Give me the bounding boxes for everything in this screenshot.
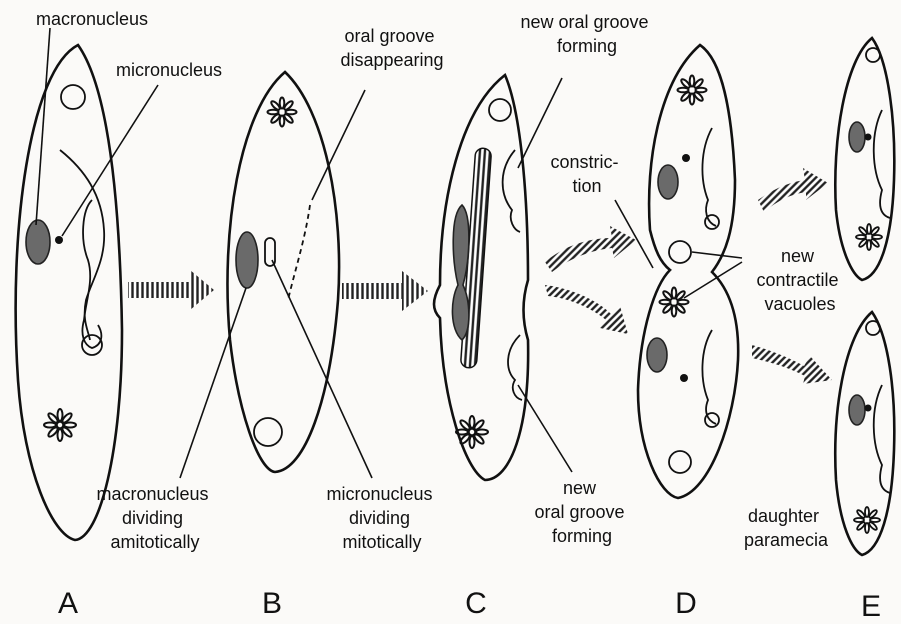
cell-d-outline bbox=[638, 45, 738, 498]
arrow-a-to-b bbox=[128, 270, 214, 310]
cell-e-upper-oral-groove bbox=[874, 110, 890, 218]
cell-e-lower-rosette bbox=[854, 507, 880, 533]
cell-d-micronucleus-top bbox=[682, 154, 690, 162]
label-new-oral-groove-forming-bottom: new oral groove forming bbox=[534, 478, 629, 546]
cell-a-oral-groove-inner bbox=[82, 200, 101, 348]
arrow-b-to-c bbox=[342, 271, 428, 311]
cell-d bbox=[638, 45, 738, 498]
label-macronucleus: macronucleus bbox=[36, 9, 148, 29]
cell-a-micronucleus bbox=[55, 236, 63, 244]
cell-b-contractile-vacuole-rosette bbox=[268, 98, 297, 127]
stage-letter-e: E bbox=[861, 590, 881, 623]
cell-b bbox=[227, 72, 339, 472]
cell-e-upper bbox=[835, 38, 894, 280]
cell-e-upper-rosette bbox=[856, 224, 882, 250]
arrow-d-to-e-lower bbox=[752, 345, 832, 384]
cell-a-gullet-vacuole bbox=[82, 335, 102, 355]
stage-letter-b: B bbox=[262, 587, 282, 620]
cell-c-contractile-vacuole-rosette bbox=[456, 416, 488, 448]
arrow-d-to-e-upper bbox=[758, 168, 828, 212]
cell-d-oral-groove-bottom bbox=[702, 330, 716, 424]
pointer-oral-groove-disappearing bbox=[312, 90, 365, 200]
cell-d-rosette-bottom bbox=[660, 288, 689, 317]
cell-e-lower-micronucleus bbox=[865, 405, 872, 412]
cell-a-outline bbox=[16, 45, 122, 540]
label-new-oral-groove-forming-top: new oral groove forming bbox=[520, 12, 653, 56]
pointer-macronucleus bbox=[36, 28, 50, 225]
cell-d-gullet-bottom bbox=[705, 413, 719, 427]
cell-b-disappearing-oral-groove bbox=[288, 205, 310, 300]
cell-d-oral-groove-top bbox=[702, 128, 716, 226]
cell-c bbox=[434, 75, 528, 480]
cell-e-lower bbox=[835, 312, 894, 555]
pointer-new-vacuole-2 bbox=[684, 262, 742, 298]
arrow-c-to-d-lower bbox=[545, 285, 628, 334]
arrow-c-to-d-upper bbox=[545, 226, 636, 272]
cell-d-macronucleus-top bbox=[658, 165, 678, 199]
cell-d-micronucleus-bottom bbox=[680, 374, 688, 382]
cell-d-rosette-top bbox=[678, 76, 707, 105]
cell-c-new-oral-groove-top bbox=[503, 150, 520, 232]
cell-a-oral-groove-outer bbox=[60, 150, 104, 340]
pointer-new-oral-groove-bottom bbox=[518, 385, 572, 472]
cell-a-contractile-vacuole-rosette bbox=[44, 409, 76, 441]
cell-b-contractile-vacuole-bottom bbox=[254, 418, 282, 446]
cell-e-lower-outline bbox=[835, 312, 894, 555]
cell-d-contractile-vacuole-bottom bbox=[669, 451, 691, 473]
stage-letter-d: D bbox=[675, 587, 697, 620]
cell-b-macronucleus bbox=[236, 232, 258, 288]
label-micronucleus: micronucleus bbox=[116, 60, 222, 80]
label-daughter-paramecia: daughter paramecia bbox=[744, 506, 829, 550]
cell-c-macronucleus-dividing bbox=[452, 205, 468, 340]
cell-a-macronucleus bbox=[26, 220, 50, 264]
label-micronucleus-dividing: micronucleus dividing mitotically bbox=[326, 484, 437, 552]
stage-letter-c: C bbox=[465, 587, 487, 620]
cell-e-lower-macronucleus bbox=[849, 395, 865, 425]
cell-e-upper-micronucleus bbox=[865, 134, 872, 141]
label-oral-groove-disappearing: oral groove disappearing bbox=[340, 26, 443, 70]
cell-c-new-oral-groove-bottom bbox=[508, 335, 522, 400]
cell-a bbox=[16, 45, 122, 540]
cell-e-lower-oral-groove bbox=[874, 385, 890, 493]
cell-e-lower-contractile-vacuole bbox=[866, 321, 880, 335]
cell-d-new-contractile-vacuole bbox=[669, 241, 691, 263]
pointer-lines bbox=[36, 28, 742, 478]
label-macronucleus-dividing: macronucleus dividing amitotically bbox=[96, 484, 213, 552]
pointer-new-vacuole-1 bbox=[692, 252, 742, 258]
label-new-contractile-vacuoles: new contractile vacuoles bbox=[756, 246, 843, 314]
cell-e-upper-macronucleus bbox=[849, 122, 865, 152]
cell-d-gullet-top bbox=[705, 215, 719, 229]
cell-e-upper-contractile-vacuole bbox=[866, 48, 880, 62]
stage-letter-a: A bbox=[58, 587, 78, 620]
cell-a-contractile-vacuole-top bbox=[61, 85, 85, 109]
cell-c-contractile-vacuole-top bbox=[489, 99, 511, 121]
label-constriction: constric- tion bbox=[550, 152, 623, 196]
cell-d-macronucleus-bottom bbox=[647, 338, 667, 372]
